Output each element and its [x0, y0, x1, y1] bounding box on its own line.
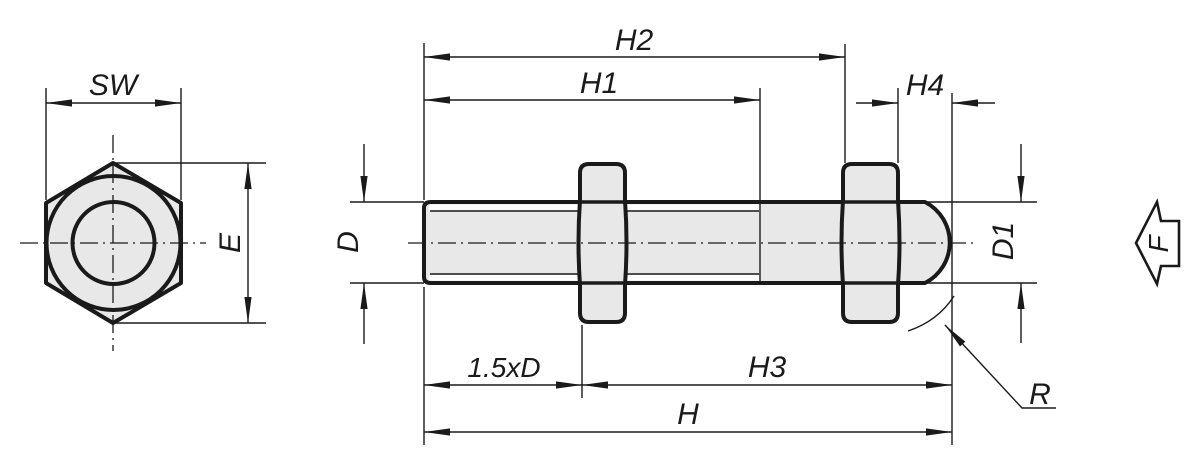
- dimension-1-5xd: 1.5xD: [423, 287, 583, 445]
- dim-label-sw: SW: [89, 69, 140, 102]
- dimension-e: E: [113, 162, 266, 324]
- dimension-sw: SW: [45, 69, 182, 200]
- dimension-h2: H2: [423, 24, 846, 200]
- radius-arc: [907, 295, 955, 332]
- dim-label-r: R: [1029, 378, 1051, 411]
- hex-nut-end-view: [20, 135, 206, 351]
- force-arrow: F: [1134, 198, 1181, 288]
- stud-side-view: [408, 162, 975, 332]
- dimension-d: D: [332, 144, 424, 344]
- force-arrow-icon: [1134, 198, 1181, 288]
- dimension-h: H: [424, 398, 952, 436]
- dimension-h1: H1: [424, 67, 761, 283]
- dim-label-h: H: [677, 398, 699, 431]
- dim-label-h4: H4: [906, 69, 944, 102]
- dim-label-h2: H2: [615, 24, 654, 57]
- dim-label-1-5xd: 1.5xD: [467, 352, 540, 383]
- dim-label-h3: H3: [748, 351, 787, 384]
- dimension-d1: D1: [920, 144, 1037, 343]
- dim-label-f: F: [1143, 234, 1174, 253]
- dim-label-d: D: [332, 231, 365, 253]
- dim-label-h1: H1: [580, 67, 618, 100]
- radius-leader: R: [944, 324, 1056, 411]
- dimension-h3: H3: [582, 351, 952, 389]
- dimension-h4: H4: [856, 69, 995, 445]
- dim-label-e: E: [214, 232, 247, 253]
- dim-label-d1: D1: [987, 222, 1020, 260]
